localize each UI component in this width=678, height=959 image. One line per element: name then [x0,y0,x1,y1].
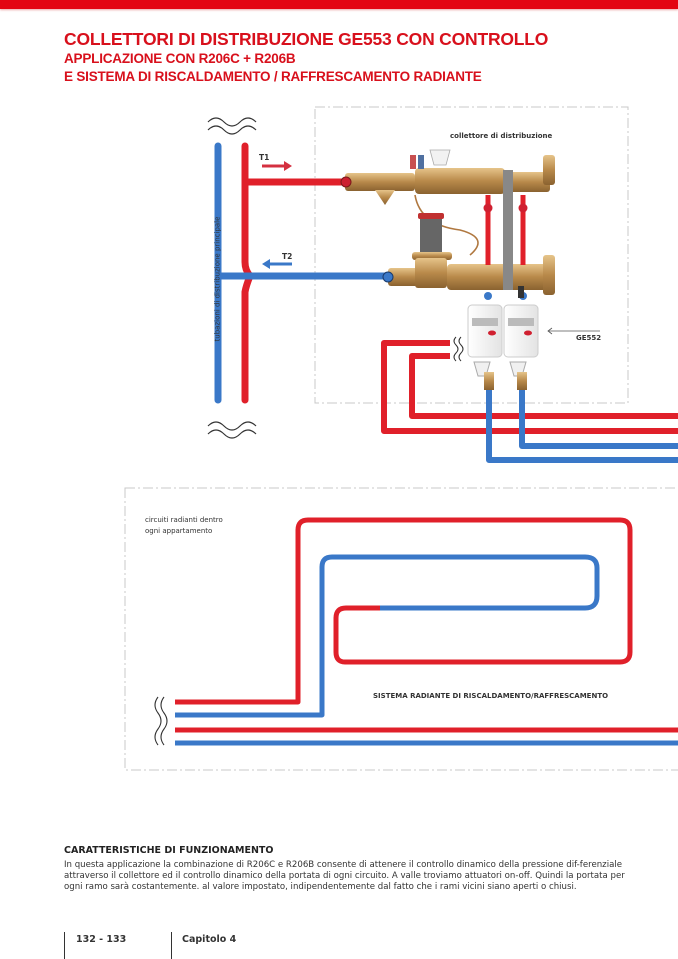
ge552-meter-2 [503,304,539,358]
radiant-system-label: SISTEMA RADIANTE DI RISCALDAMENTO/RAFFRE… [373,692,609,700]
apartment-boundary [124,487,678,771]
pipe-break-bottom-icon [207,421,257,439]
pipe-break-top-icon [207,117,257,135]
collector-boundary [314,106,629,404]
radiant-supply-loop [175,517,633,705]
actuator-1 [473,361,494,390]
pipe-break-meter-icon [453,336,464,362]
ge552-pointer-icon [547,327,600,335]
description-paragraph: In questa applicazione la combinazione d… [64,860,625,892]
page-numbers: 132 - 133 [76,934,127,945]
ge552-meter-1 [467,304,503,358]
collector-label: collettore di distribuzione [450,132,553,140]
page-subtitle-2: E SISTEMA DI RISCALDAMENTO / RAFFRESCAME… [64,69,482,84]
actuator-2 [509,361,527,390]
chapter-label: Capitolo 4 [182,934,237,945]
manifold-bracket [503,170,513,290]
radiant-circuits-label-1: circuiti radianti dentro [145,516,223,524]
footer-divider-1 [64,932,65,959]
flow-regulator-r206c [412,213,452,260]
return-line-2 [519,390,678,449]
section-title: CARATTERISTICHE DI FUNZIONAMENTO [64,845,274,856]
pipe-break-radiant-icon [154,696,168,746]
radiant-return-loop [175,554,600,718]
t2-arrow-icon [262,259,292,269]
supply-line-2 [409,353,678,419]
page-title: COLLETTORI DI DISTRIBUZIONE GE553 CON CO… [64,29,549,49]
t2-label: T2 [282,252,293,261]
supply-manifold [340,149,555,205]
main-pipes-label: tubazioni di distribuzione principale [213,216,222,342]
t1-arrow-icon [262,161,292,171]
radiant-circuits-label-2: ogni appartamento [145,527,213,535]
return-line-1 [486,390,678,463]
footer-divider-2 [171,932,172,959]
ge552-label: GE552 [576,334,602,342]
top-accent-bar [0,0,678,9]
page-subtitle-1: APPLICAZIONE CON R206C + R206B [64,51,296,66]
supply-line-1 [381,340,678,434]
return-manifold [382,255,555,295]
t1-label: T1 [259,153,270,162]
